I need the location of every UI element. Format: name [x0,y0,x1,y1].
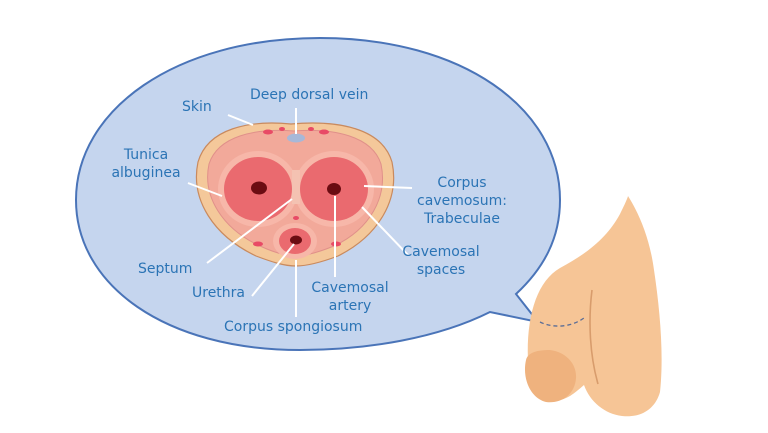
label-skin: Skin [182,99,212,115]
cross-section [196,122,395,267]
dorsal-vessel-right [319,129,329,135]
leader-urethra [251,243,295,297]
label-corpus-cavernosum-line3: Trabeculae [424,211,500,227]
cavernosal-artery-left [251,181,267,195]
label-septum: Septum [138,261,193,277]
label-tunica-albuginea: Tunica albuginea [108,146,184,182]
leader-skin [227,114,254,126]
ventral-vessel-left [253,241,263,247]
cavernosal-artery-right [327,183,341,195]
label-deep-dorsal-vein: Deep dorsal vein [250,87,369,103]
label-cavernosal-spaces-line1: Cavemosal [402,244,480,260]
leader-septum [206,198,293,264]
anatomy-crease [589,289,599,385]
septum [292,170,300,204]
label-corpus-cavernosum-line1: Corpus [437,175,487,191]
label-cavernosal-artery-line1: Cavemosal [311,280,389,296]
label-tunica-line2: albuginea [111,165,181,181]
label-cavernosal-artery: Cavemosal artery [304,279,396,315]
leader-corpus-cavernosum [363,185,413,189]
label-urethra: Urethra [192,285,246,301]
dorsal-vessel-right-2 [308,127,314,131]
anatomy-sketch [524,196,662,417]
label-cavernosal-spaces: Cavemosal spaces [396,243,486,279]
label-cavernosal-artery-line2: artery [328,298,372,314]
urethra [290,235,302,245]
anatomy-glans [524,350,577,403]
label-corpus-cavernosum: Corpus cavemosum: Trabeculae [412,174,512,228]
label-cavernosal-spaces-line2: spaces [416,262,466,278]
septal-vessel [293,216,299,220]
label-tunica-line1: Tunica [123,147,169,163]
leader-tunica [187,182,223,197]
anatomy-cut-line [539,317,585,327]
leader-lines [187,108,413,317]
label-corpus-cavernosum-line2: cavemosum: [417,193,507,209]
dorsal-vessel-left-2 [279,127,285,131]
dorsal-vessel-left [263,129,273,135]
leader-cavernosal-spaces [361,206,409,256]
label-corpus-spongiosum: Corpus spongiosum [224,319,363,335]
deep-dorsal-vein [287,133,305,143]
